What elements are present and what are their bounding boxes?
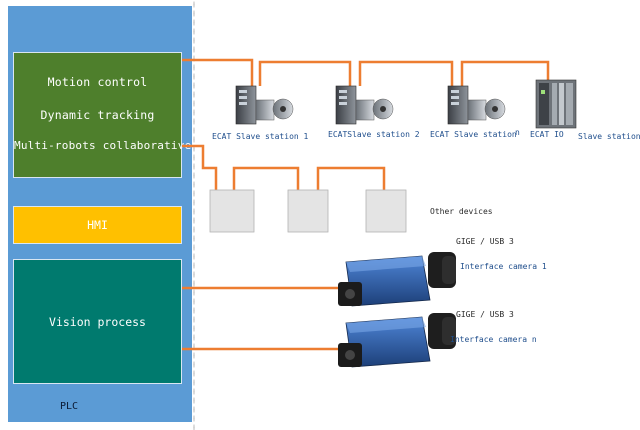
industrial-camera-icon bbox=[338, 252, 456, 307]
slave-station-2-label: ECATSlave station 2 bbox=[328, 130, 420, 139]
plc-label: PLC bbox=[60, 401, 79, 412]
camera-1-protocol: GIGE / USB 3 bbox=[456, 237, 514, 246]
ecat-io-label: ECAT IO bbox=[530, 130, 564, 139]
slave-drive-icon bbox=[447, 85, 506, 125]
slave-station-n-label: ECAT Slave station bbox=[430, 130, 517, 139]
hmi-label: HMI bbox=[87, 218, 108, 232]
separator-dots bbox=[193, 0, 195, 430]
ethercat-wires bbox=[182, 58, 550, 86]
slave-station-n-suffix: n bbox=[515, 128, 520, 137]
other-devices-label: Other devices bbox=[430, 207, 493, 216]
dynamic-tracking-label: Dynamic tracking bbox=[40, 108, 155, 122]
camera-1-label: Interface camera 1 bbox=[460, 262, 547, 271]
slave-drive-icon bbox=[335, 85, 394, 125]
slave-station-1-label: ECAT Slave station 1 bbox=[212, 132, 309, 141]
industrial-camera-icon bbox=[338, 313, 456, 368]
camera-n-label: Interface camera n bbox=[450, 335, 537, 344]
other-device-box bbox=[209, 189, 407, 233]
ecat-io-module-icon bbox=[535, 79, 577, 129]
hmi-block: HMI bbox=[13, 206, 182, 244]
multi-robots-label: Multi-robots collaborative bbox=[14, 139, 192, 152]
vision-process-label: Vision process bbox=[49, 315, 146, 329]
camera-n-protocol: GIGE / USB 3 bbox=[456, 310, 514, 319]
motion-control-block: Motion control Dynamic tracking Multi-ro… bbox=[13, 52, 192, 178]
slave-drive-icon bbox=[235, 85, 294, 125]
vision-process-block: Vision process bbox=[13, 259, 182, 384]
camera-wires bbox=[182, 286, 340, 351]
ecat-io-slave-label: Slave station bbox=[578, 132, 640, 141]
device-wires bbox=[182, 144, 386, 190]
motion-control-label: Motion control bbox=[47, 75, 148, 89]
